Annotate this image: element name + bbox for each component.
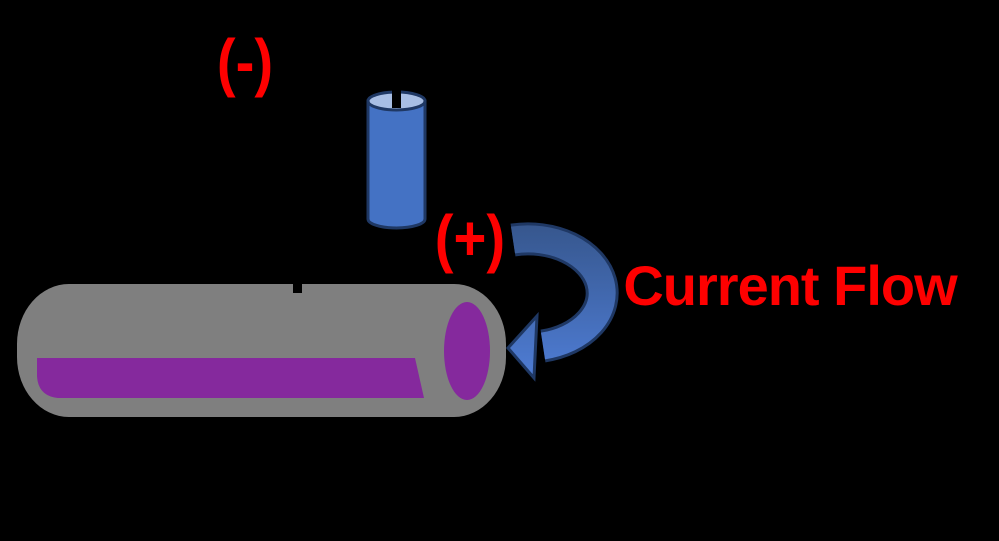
electrode-wire-stub [392, 84, 401, 108]
tube-open-end [444, 302, 490, 400]
arrow-head-icon [505, 311, 539, 382]
electrode-body [366, 99, 427, 230]
positive-terminal-label: (+) [435, 202, 505, 274]
plasma-glow-stripe [37, 358, 424, 398]
negative-terminal-label: (-) [217, 26, 273, 98]
electrode-cylinder [366, 84, 427, 230]
current-flow-label: Current Flow [623, 254, 958, 317]
arrow-band [511, 225, 616, 360]
tube-wire-stub [293, 284, 302, 293]
current-flow-arrow [505, 222, 619, 382]
discharge-tube [17, 284, 506, 417]
